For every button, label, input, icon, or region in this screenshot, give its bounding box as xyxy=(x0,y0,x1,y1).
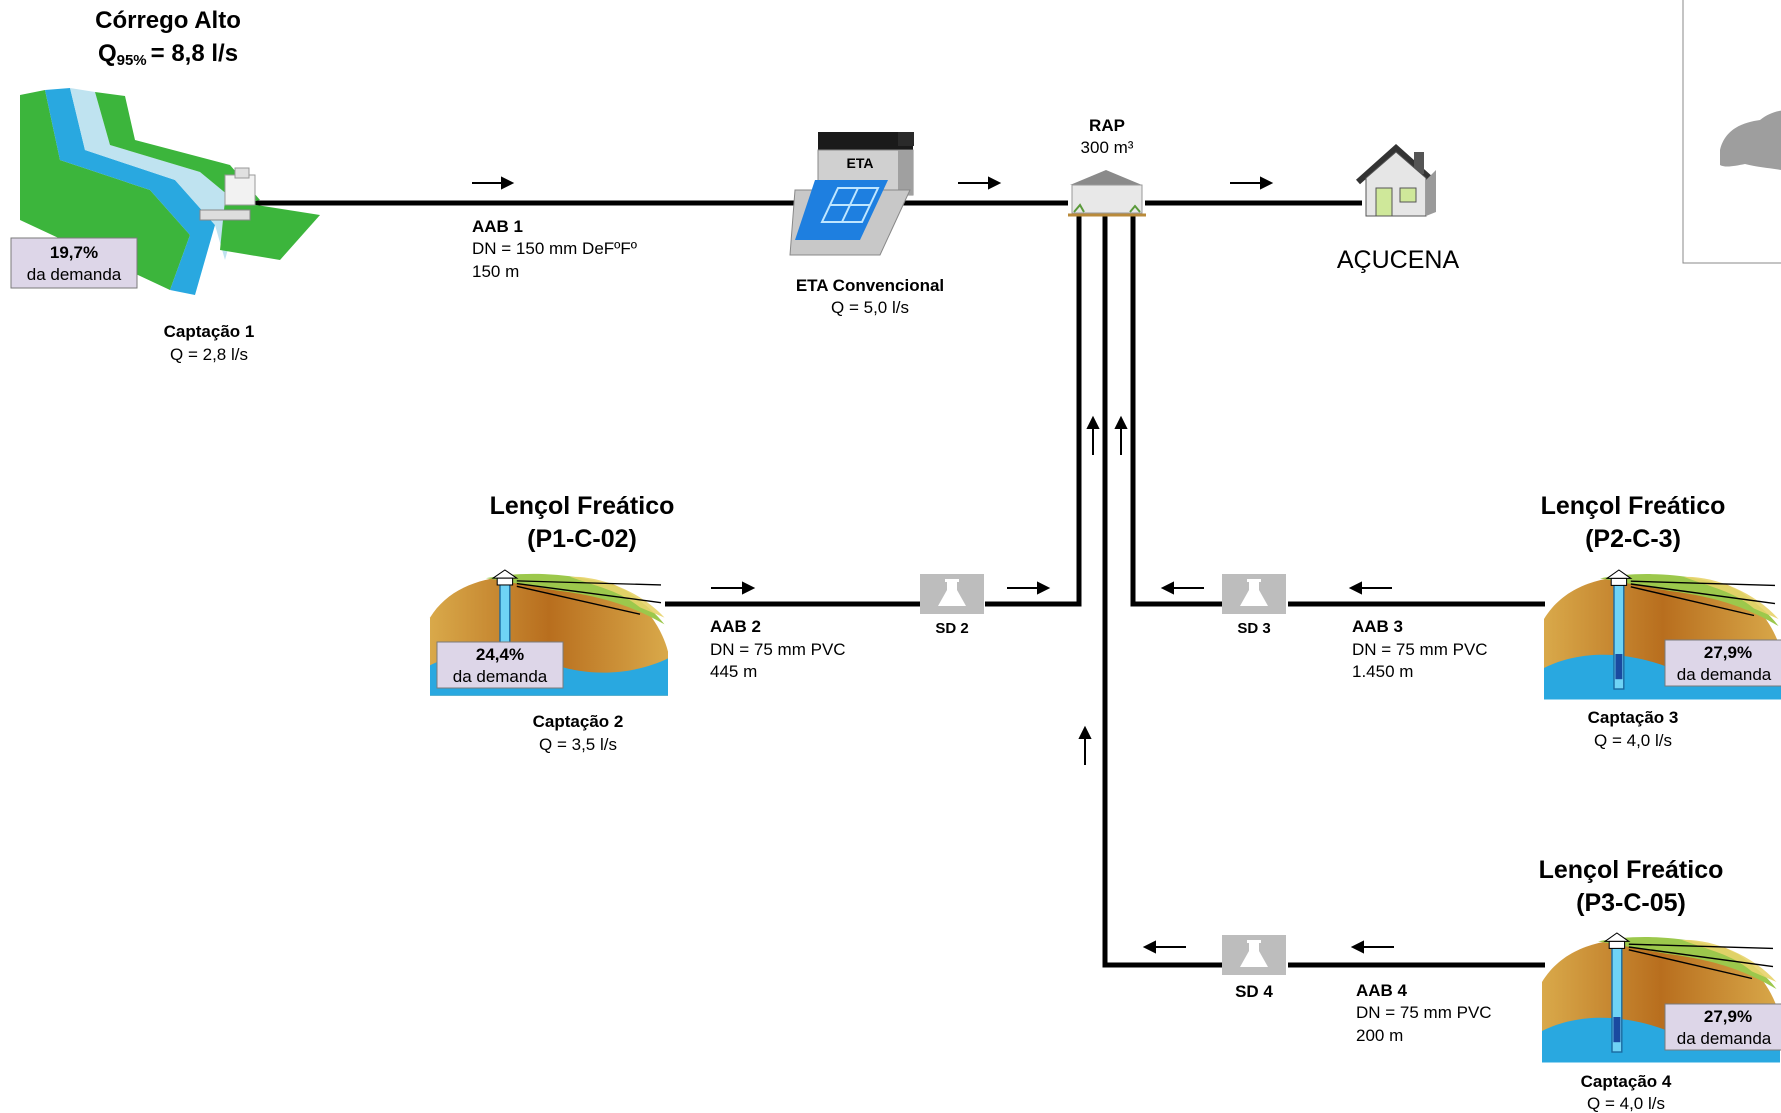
p1-pct: 24,4% xyxy=(476,645,524,664)
aab1-length: 150 m xyxy=(472,262,519,281)
p2-demand-badge: 27,9% da demanda xyxy=(1664,639,1781,687)
captacao1-label: Captação 1 xyxy=(164,322,255,341)
eta-illustration: ETA xyxy=(789,132,914,256)
arrow-up-icon xyxy=(1078,725,1092,765)
aab2-name: AAB 2 xyxy=(710,617,761,636)
eta-flow: Q = 5,0 l/s xyxy=(831,298,909,317)
p3-pct: 27,9% xyxy=(1704,1007,1752,1026)
p3-title-2: (P3-C-05) xyxy=(1576,889,1686,917)
captacao1-pct: 19,7% xyxy=(50,243,98,262)
sd2-name: SD 2 xyxy=(935,620,968,637)
arrow-left-icon xyxy=(1160,581,1204,595)
rap-volume: 300 m³ xyxy=(1081,138,1134,157)
rap-name: RAP xyxy=(1089,116,1125,135)
sd4-icon xyxy=(1222,935,1286,975)
arrow-right-icon xyxy=(472,176,515,190)
aab4-dn: DN = 75 mm PVC xyxy=(1356,1003,1492,1022)
p2-demand: da demanda xyxy=(1677,665,1772,684)
sd3-icon xyxy=(1222,574,1286,614)
captacao1-demand-badge: 19,7% da demanda xyxy=(10,237,138,289)
arrow-right-icon xyxy=(711,581,756,595)
p2-flow: Q = 4,0 l/s xyxy=(1594,731,1672,750)
source-flow-q: Q xyxy=(98,40,117,67)
arrow-up-icon xyxy=(1114,415,1128,455)
source-flow-value: = 8,8 l/s xyxy=(151,40,238,67)
arrow-left-icon xyxy=(1350,940,1394,954)
p1-demand: da demanda xyxy=(453,667,548,686)
captacao1-demand: da demanda xyxy=(27,265,122,284)
aab4-length: 200 m xyxy=(1356,1026,1403,1045)
arrow-right-icon xyxy=(1007,581,1051,595)
p3-title-1: Lençol Freático xyxy=(1539,856,1724,884)
city-name: AÇUCENA xyxy=(1337,246,1460,274)
p3-demand: da demanda xyxy=(1677,1029,1772,1048)
arrow-right-icon xyxy=(958,176,1002,190)
pipe-aab3-b xyxy=(1130,215,1222,607)
sd3-name: SD 3 xyxy=(1237,620,1270,637)
source-flow: Q95%= 8,8 l/s xyxy=(98,40,238,69)
p2-title-1: Lençol Freático xyxy=(1541,492,1726,520)
aab2-dn: DN = 75 mm PVC xyxy=(710,640,846,659)
pipe-aab2-b xyxy=(985,215,1082,607)
flow-arrows xyxy=(472,176,1394,954)
p1-flow: Q = 3,5 l/s xyxy=(539,735,617,754)
p1-demand-badge: 24,4% da demanda xyxy=(436,641,564,689)
house-icon xyxy=(1355,143,1437,217)
sd4-name: SD 4 xyxy=(1235,982,1273,1001)
source-title: Córrego Alto xyxy=(95,7,241,34)
p1-label: Captação 2 xyxy=(533,712,624,731)
source-flow-sub: 95% xyxy=(117,52,147,69)
captacao1-flow: Q = 2,8 l/s xyxy=(170,345,248,364)
p2-label: Captação 3 xyxy=(1588,708,1679,727)
arrow-left-icon xyxy=(1142,940,1186,954)
aab3-length: 1.450 m xyxy=(1352,662,1413,681)
sd2-icon xyxy=(920,574,984,614)
p1-title-1: Lençol Freático xyxy=(490,492,675,520)
pipes xyxy=(250,200,1545,968)
pipe-aab4-b xyxy=(1102,215,1222,968)
eta-name: ETA Convencional xyxy=(796,276,944,295)
p2-pct: 27,9% xyxy=(1704,643,1752,662)
arrow-left-icon xyxy=(1348,581,1392,595)
aab3-name: AAB 3 xyxy=(1352,617,1403,636)
aab3-dn: DN = 75 mm PVC xyxy=(1352,640,1488,659)
reservoir-icon xyxy=(1068,170,1146,217)
location-map xyxy=(1682,0,1781,264)
p3-demand-badge: 27,9% da demanda xyxy=(1664,1003,1781,1051)
aab1-name: AAB 1 xyxy=(472,217,523,236)
aab4-name: AAB 4 xyxy=(1356,981,1408,1000)
aab2-length: 445 m xyxy=(710,662,757,681)
p1-title-2: (P1-C-02) xyxy=(527,525,637,553)
river-intake-illustration xyxy=(20,88,320,295)
p3-label: Captação 4 xyxy=(1581,1072,1672,1091)
p2-title-2: (P2-C-3) xyxy=(1585,525,1681,553)
p3-flow: Q = 4,0 l/s xyxy=(1587,1094,1665,1113)
arrow-right-icon xyxy=(1230,176,1274,190)
eta-badge: ETA xyxy=(847,155,874,171)
arrow-up-icon xyxy=(1086,415,1100,455)
aab1-dn: DN = 150 mm DeFºFº xyxy=(472,239,637,258)
